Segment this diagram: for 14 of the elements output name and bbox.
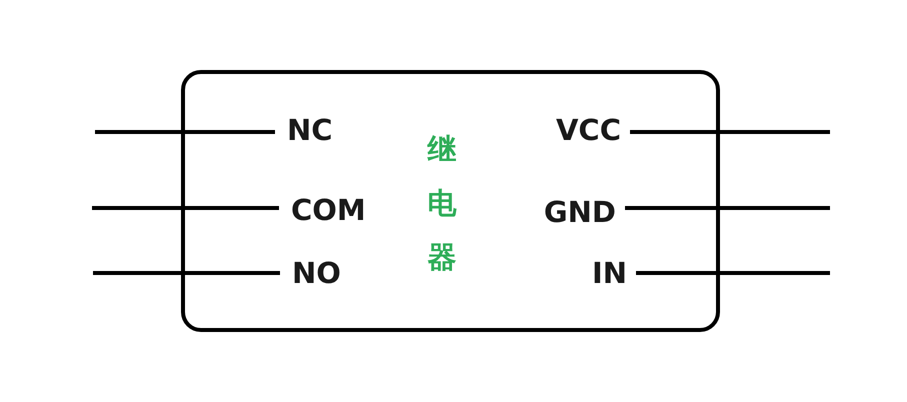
pin-line xyxy=(636,271,830,275)
pin-line xyxy=(95,130,275,134)
pin-label: IN xyxy=(592,256,627,290)
pin-label: NO xyxy=(292,256,341,290)
pin-label: NC xyxy=(287,113,333,147)
pin-line xyxy=(92,206,279,210)
pin-label: COM xyxy=(291,193,366,227)
pin-line xyxy=(93,271,280,275)
relay-box xyxy=(181,70,720,332)
pin-line xyxy=(625,206,830,210)
pin-label: GND xyxy=(544,195,616,229)
relay-label: 继电器 xyxy=(426,131,458,276)
pin-line xyxy=(630,130,830,134)
pin-label: VCC xyxy=(556,113,621,147)
